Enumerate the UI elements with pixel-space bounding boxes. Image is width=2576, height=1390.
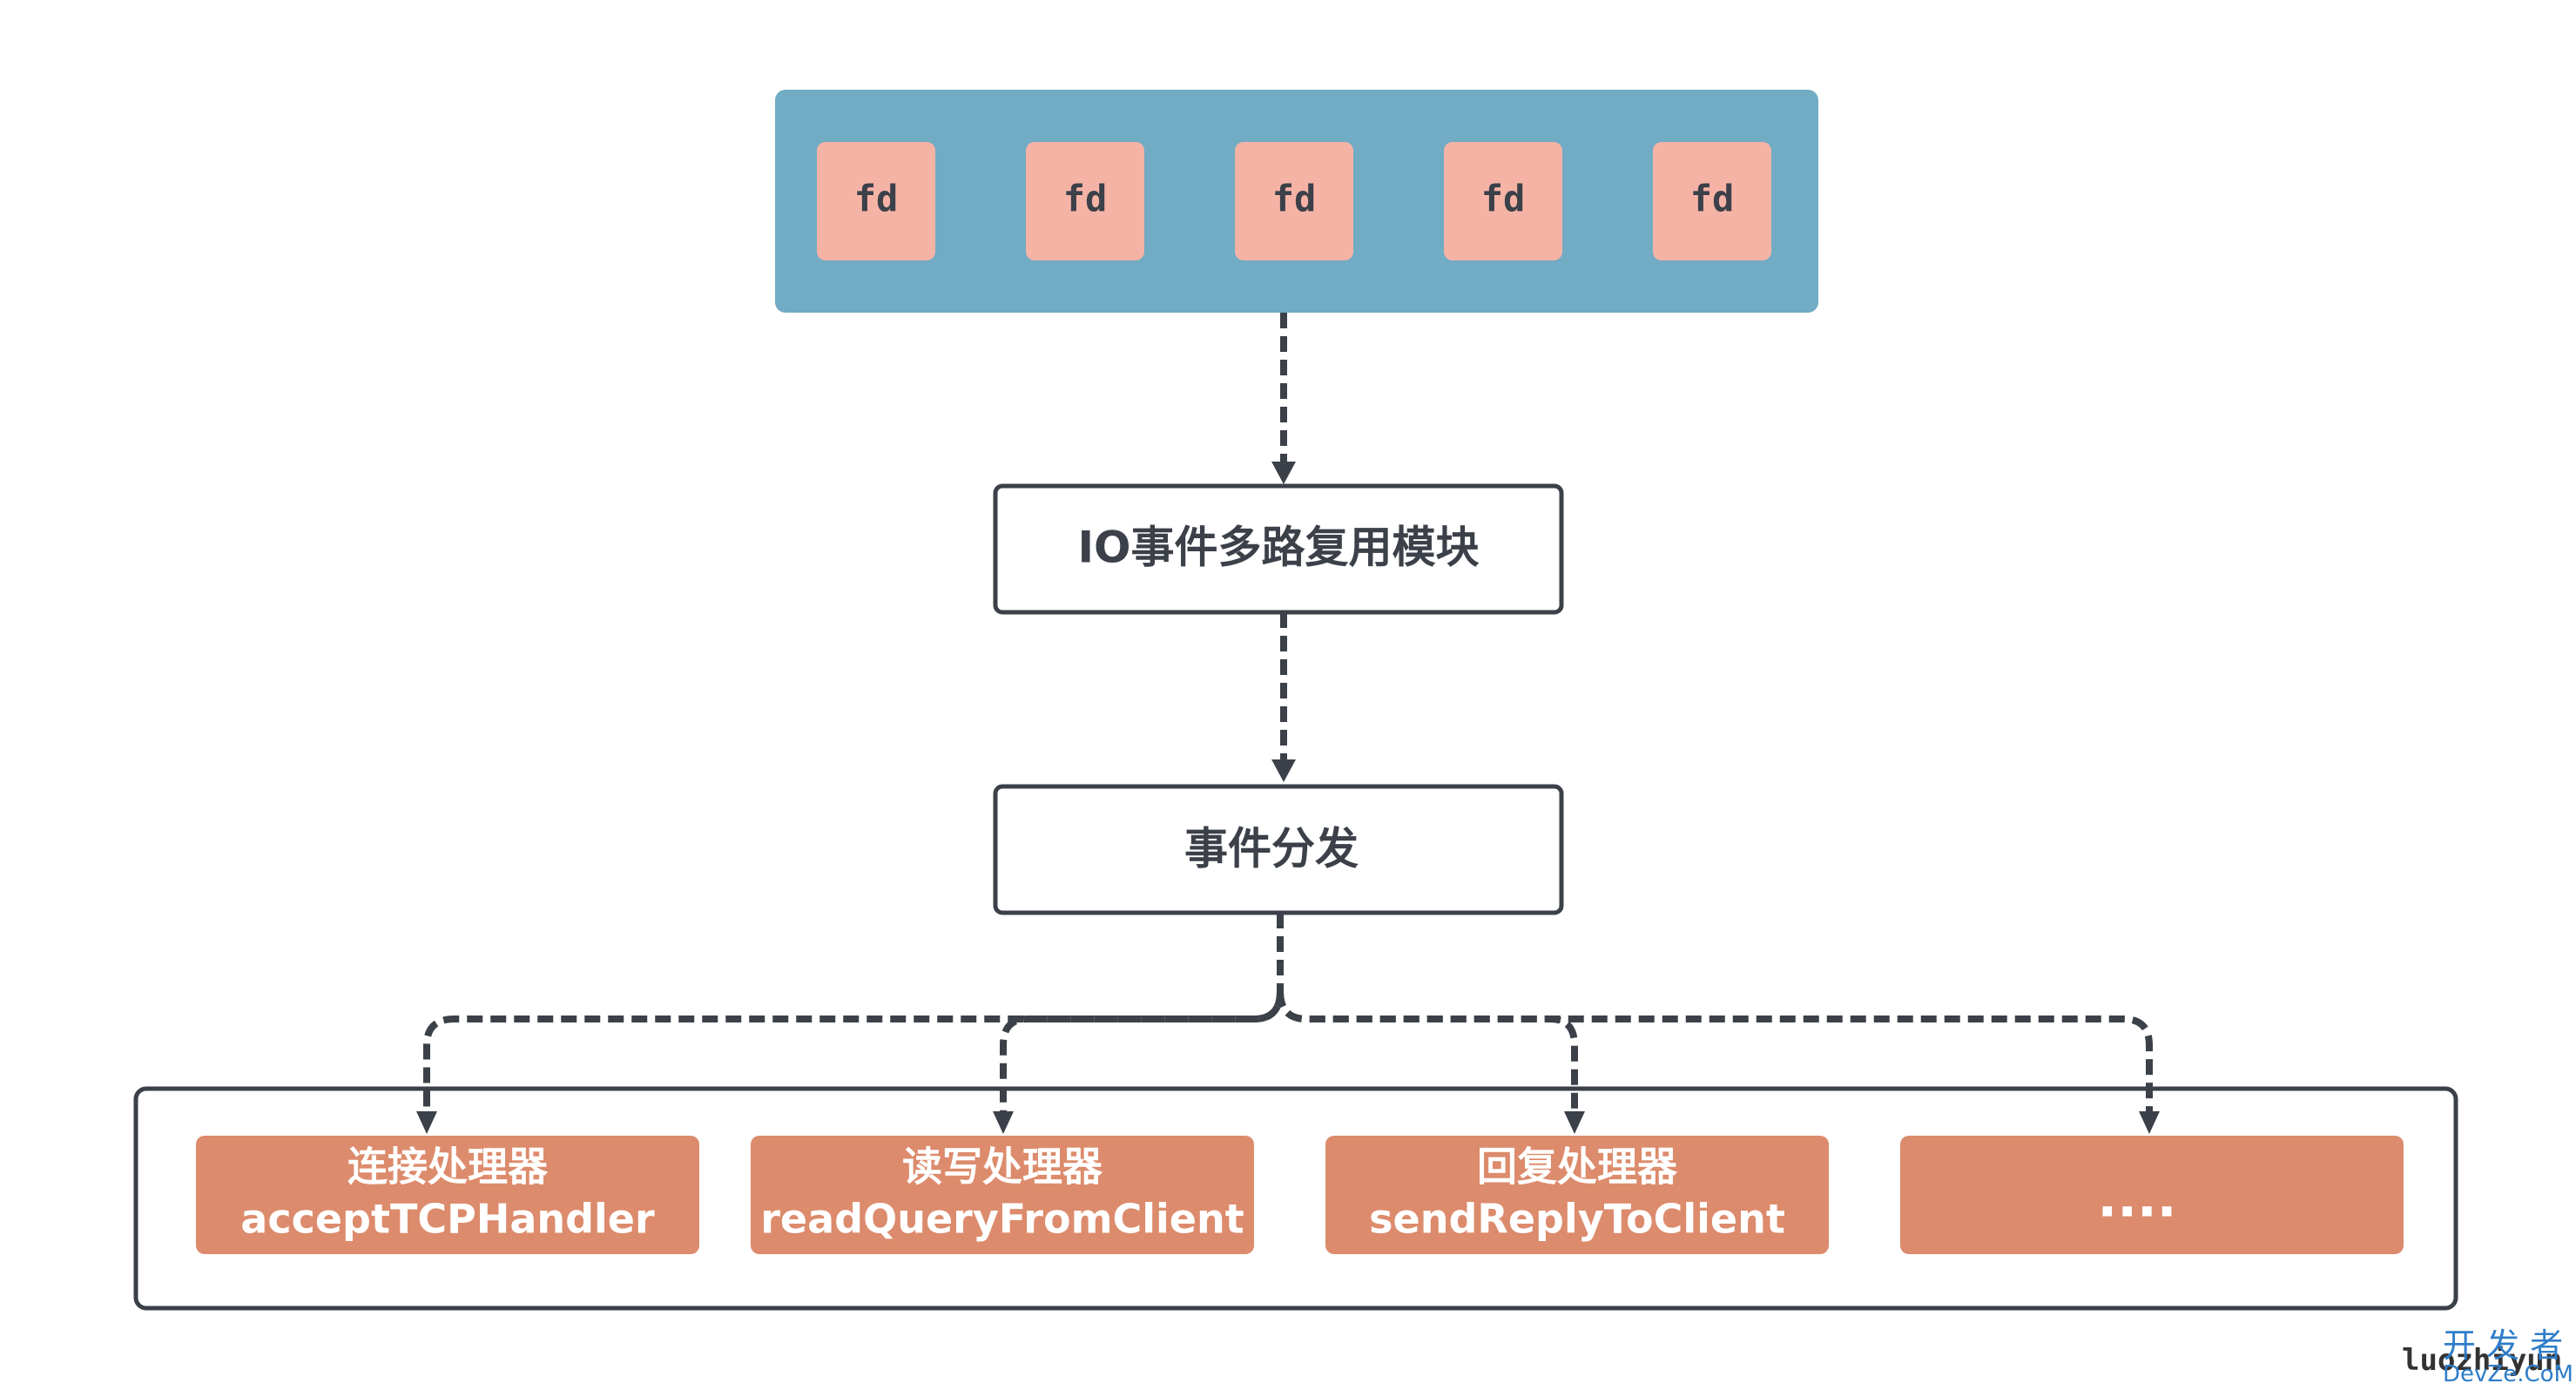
fd-box: fd <box>817 142 935 260</box>
dispatcher-box: 事件分发 <box>993 784 1564 915</box>
handler-name-cn: 连接处理器 <box>347 1144 549 1191</box>
handler-box: .... <box>1900 1136 2404 1254</box>
fd-box: fd <box>1026 142 1144 260</box>
handler-name-en: readQueryFromClient <box>760 1196 1244 1243</box>
handler-ellipsis: .... <box>2097 1169 2176 1230</box>
watermark-site-en: DevZe.CoM <box>2443 1361 2573 1387</box>
dispatcher-label: 事件分发 <box>1184 824 1359 874</box>
watermark: luozhiyun 开 发 者 DevZe.CoM <box>2402 1326 2573 1387</box>
arrow-multiplexer-to-dispatcher <box>1271 612 1296 782</box>
handler-name-cn: 读写处理器 <box>902 1144 1103 1191</box>
fd-label: fd <box>1690 178 1735 220</box>
fd-box: fd <box>1444 142 1562 260</box>
multiplexer-box: IO事件多路复用模块 <box>993 483 1564 615</box>
fd-box: fd <box>1653 142 1771 260</box>
handler-box: 读写处理器 readQueryFromClient <box>751 1136 1254 1254</box>
fd-label: fd <box>1481 178 1526 220</box>
watermark-author: luozhiyun <box>2402 1343 2562 1378</box>
handler-box: 连接处理器 acceptTCPHandler <box>196 1136 699 1254</box>
fd-label: fd <box>854 178 899 220</box>
handler-name-en: sendReplyToClient <box>1369 1196 1785 1243</box>
handler-container: 连接处理器 acceptTCPHandler 读写处理器 readQueryFr… <box>133 1086 2458 1311</box>
arrow-fd-to-multiplexer <box>1271 313 1296 484</box>
handler-box: 回复处理器 sendReplyToClient <box>1325 1136 1829 1254</box>
dispatch-connectors <box>416 913 2160 1134</box>
handler-name-en: acceptTCPHandler <box>240 1196 655 1243</box>
fd-label: fd <box>1272 178 1317 220</box>
fd-box: fd <box>1235 142 1353 260</box>
multiplexer-label: IO事件多路复用模块 <box>1077 523 1479 573</box>
watermark-site-cn: 开 发 者 <box>2443 1326 2563 1365</box>
handler-name-cn: 回复处理器 <box>1477 1144 1678 1191</box>
fd-container: fd fd fd fd fd <box>775 90 1818 313</box>
fd-label: fd <box>1063 178 1108 220</box>
